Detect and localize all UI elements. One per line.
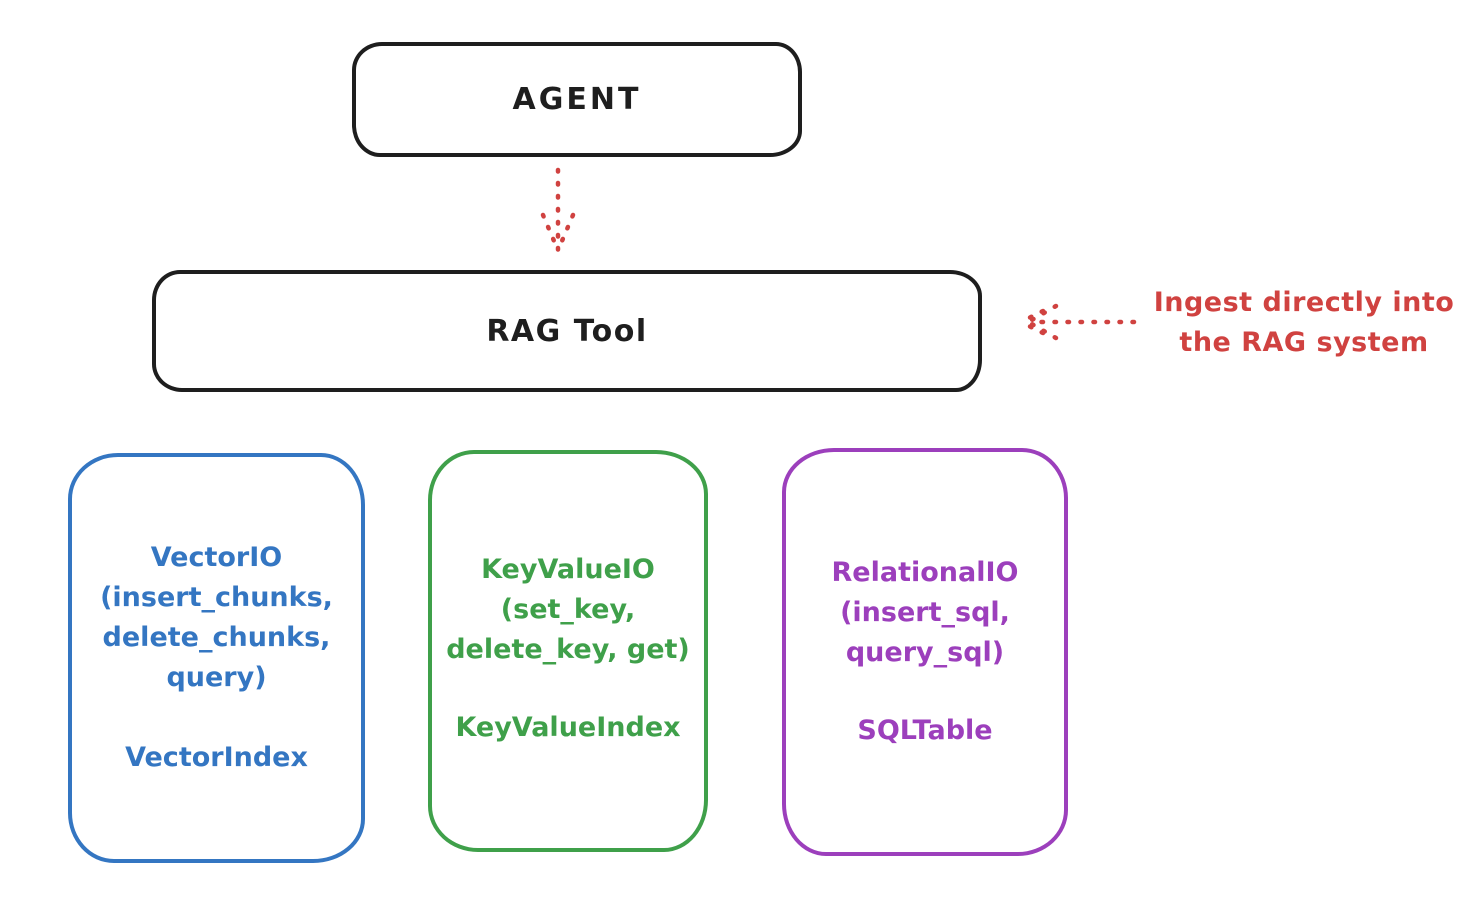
keyvalue-io-title: KeyValueIO: [481, 554, 655, 585]
vector-io-methods-line1: (insert_chunks,: [100, 582, 333, 613]
keyvalue-index-label: KeyValueIndex: [455, 712, 681, 743]
spacer: [432, 670, 704, 708]
rag-tool-node-label: RAG Tool: [486, 313, 648, 349]
vector-index-label: VectorIndex: [125, 742, 308, 773]
relational-io-title: RelationalIO: [831, 557, 1019, 588]
keyvalue-io-methods-line1: (set_key,: [500, 594, 636, 625]
relational-io-methods-line1: (insert_sql,: [840, 597, 1010, 628]
spacer: [72, 698, 361, 738]
keyvalue-io-node: KeyValueIO (set_key, delete_key, get) Ke…: [428, 450, 708, 852]
vector-io-methods-line3: query): [166, 662, 267, 693]
keyvalue-io-methods-line2: delete_key, get): [446, 634, 690, 665]
vector-io-methods-line2: delete_chunks,: [102, 622, 331, 653]
ingest-annotation: Ingest directly into the RAG system: [1128, 283, 1480, 363]
rag-tool-node: RAG Tool: [152, 270, 982, 392]
relational-io-methods-line2: query_sql): [845, 637, 1005, 668]
vector-io-node: VectorIO (insert_chunks, delete_chunks, …: [68, 453, 365, 863]
sql-table-label: SQLTable: [857, 715, 993, 746]
spacer: [786, 673, 1064, 711]
agent-to-rag-arrow: [540, 167, 576, 255]
ingest-annotation-arrow: [1020, 303, 1137, 341]
relational-io-node: RelationalIO (insert_sql, query_sql) SQL…: [782, 448, 1068, 856]
agent-node-label: AGENT: [512, 82, 642, 117]
vector-io-title: VectorIO: [150, 542, 283, 573]
ingest-annotation-line1: Ingest directly into: [1153, 287, 1455, 318]
agent-node: AGENT: [352, 42, 802, 157]
ingest-annotation-line2: the RAG system: [1179, 327, 1429, 358]
